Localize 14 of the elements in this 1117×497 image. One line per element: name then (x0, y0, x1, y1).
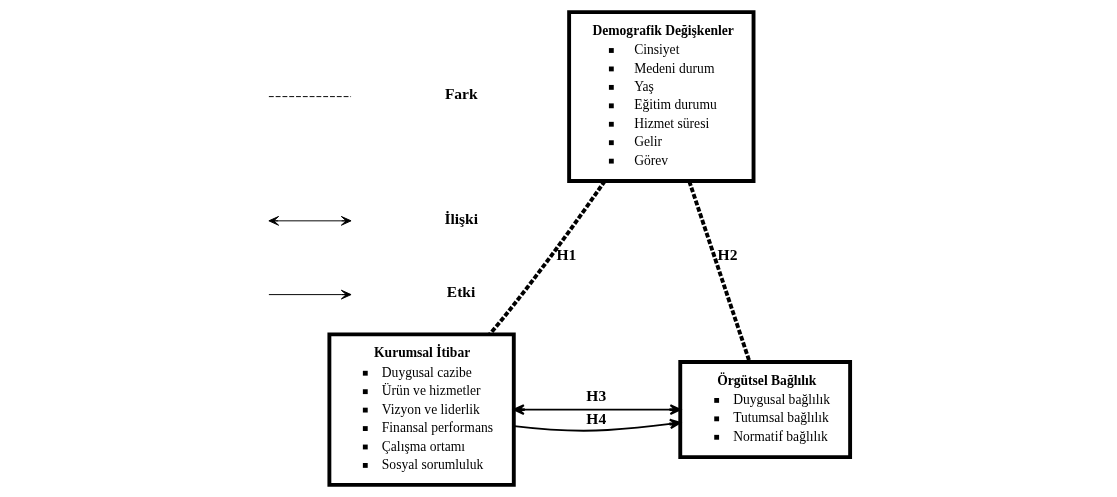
node-box: Kurumsal İtibar Duygusal cazibe Ürün ve hizmetler Vizyon ve liderlik Finansal performans Çalışma ortamı Sosyal sorumluluk (326, 332, 516, 487)
legend-label: Fark (444, 85, 478, 103)
arrow (512, 418, 681, 432)
legend-label: İlişki (443, 209, 478, 227)
connector (487, 180, 606, 336)
node-box: Örgütsel Bağlılık Duygusal bağlılık Tutumsal bağlılık Normatif bağlılık (677, 360, 852, 460)
edge-label: H3 (585, 386, 606, 404)
edge-label: H4 (585, 409, 606, 427)
arrow (512, 404, 681, 415)
node-box: Demografik Değişkenler Cinsiyet Medeni durum Yaş Eğitim durumu Hizmet süresi Gelir Görev (566, 10, 755, 183)
edge-label: H2 (717, 246, 737, 264)
edge-label: H1 (556, 246, 576, 264)
legend-label: Etki (446, 283, 475, 301)
connector (686, 180, 751, 363)
